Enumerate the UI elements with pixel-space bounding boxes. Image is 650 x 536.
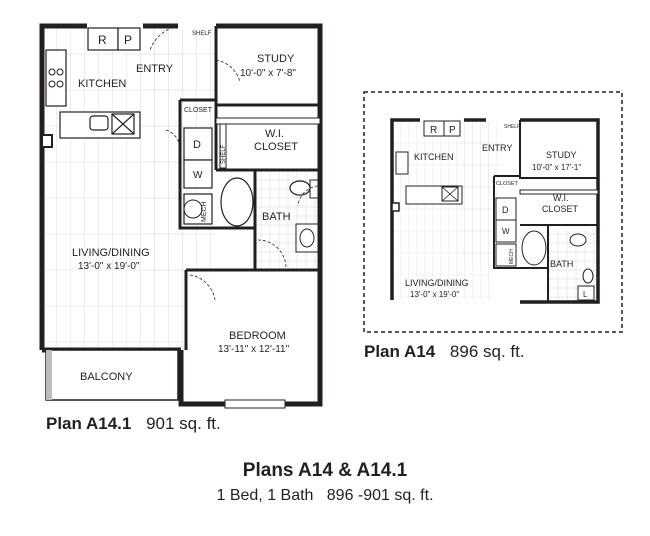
small-kitchen-label: KITCHEN xyxy=(414,152,454,162)
water-heater-icon xyxy=(183,199,203,219)
caption-a14-1-area: 901 sq. ft. xyxy=(146,414,221,433)
pantry-box xyxy=(117,27,141,51)
small-washer-label: W xyxy=(502,227,510,236)
door-swings xyxy=(149,25,319,301)
plans-title: Plans A14 & A14.1 xyxy=(242,460,408,481)
stove-icon xyxy=(48,68,64,88)
small-shelf-label: SHELF xyxy=(504,124,520,130)
study-label: STUDY xyxy=(257,53,295,65)
dashed-frame xyxy=(363,91,623,333)
tub-icon xyxy=(220,177,254,227)
sink-icon xyxy=(299,228,315,248)
caption-a14-1: Plan A14.1 901 sq. ft. xyxy=(46,414,221,434)
small-wi-label-1: W.I. xyxy=(553,193,569,203)
small-bath-label: BATH xyxy=(550,259,573,269)
caption-a14: Plan A14 896 sq. ft. xyxy=(364,342,525,362)
small-wi-label-2: CLOSET xyxy=(542,204,579,214)
mech-label: MECH xyxy=(201,201,208,222)
caption-a14-area: 896 sq. ft. xyxy=(449,342,525,361)
study-dimensions: 10'-0" x 7'-8" xyxy=(240,68,296,79)
washer-label: W xyxy=(193,170,203,181)
small-entry-label: ENTRY xyxy=(482,143,512,153)
plans-subtitle: 1 Bed, 1 Bath 896 -901 sq. ft. xyxy=(216,487,434,504)
kitchen-label: KITCHEN xyxy=(78,78,126,90)
small-study-dimensions: 10'-0" x 17'-1" xyxy=(532,163,581,172)
wi-closet-label-line2: CLOSET xyxy=(254,141,298,153)
balcony-outline xyxy=(45,349,179,401)
bedroom-dimensions: 13'-11" x 12'-11" xyxy=(218,344,290,355)
small-pantry-label: P xyxy=(449,125,456,136)
caption-a14-name: Plan A14 xyxy=(364,342,436,361)
small-dryer-label: D xyxy=(502,205,509,215)
balcony-label: BALCONY xyxy=(80,371,133,383)
small-mech-label: MECH xyxy=(509,249,515,264)
shelf-label: SHELF xyxy=(192,31,212,37)
small-living-dimensions: 13'-0" x 19'-0" xyxy=(410,290,459,299)
shelf-side-label: SHELF xyxy=(221,144,227,164)
closet-label: CLOSET xyxy=(184,107,213,114)
wi-closet-label-line1: W.I. xyxy=(265,128,284,140)
small-fridge-label: R xyxy=(430,125,437,136)
entry-label: ENTRY xyxy=(136,63,174,75)
fridge-label: R xyxy=(98,33,107,47)
small-study-label: STUDY xyxy=(546,150,577,160)
kitchen-counters xyxy=(45,49,141,139)
small-closet-label: CLOSET xyxy=(496,181,519,187)
pantry-label: P xyxy=(124,33,132,47)
small-linen-label: L xyxy=(583,290,588,299)
interior-walls xyxy=(178,26,320,350)
caption-a14-1-name: Plan A14.1 xyxy=(46,414,132,433)
bath-label: BATH xyxy=(262,211,291,223)
small-living-label: LIVING/DINING xyxy=(405,278,469,288)
living-label: LIVING/DINING xyxy=(72,247,150,259)
living-dimensions: 13'-0" x 19'-0" xyxy=(78,261,140,272)
bedroom-label: BEDROOM xyxy=(229,330,286,342)
dryer-label: D xyxy=(193,139,201,151)
